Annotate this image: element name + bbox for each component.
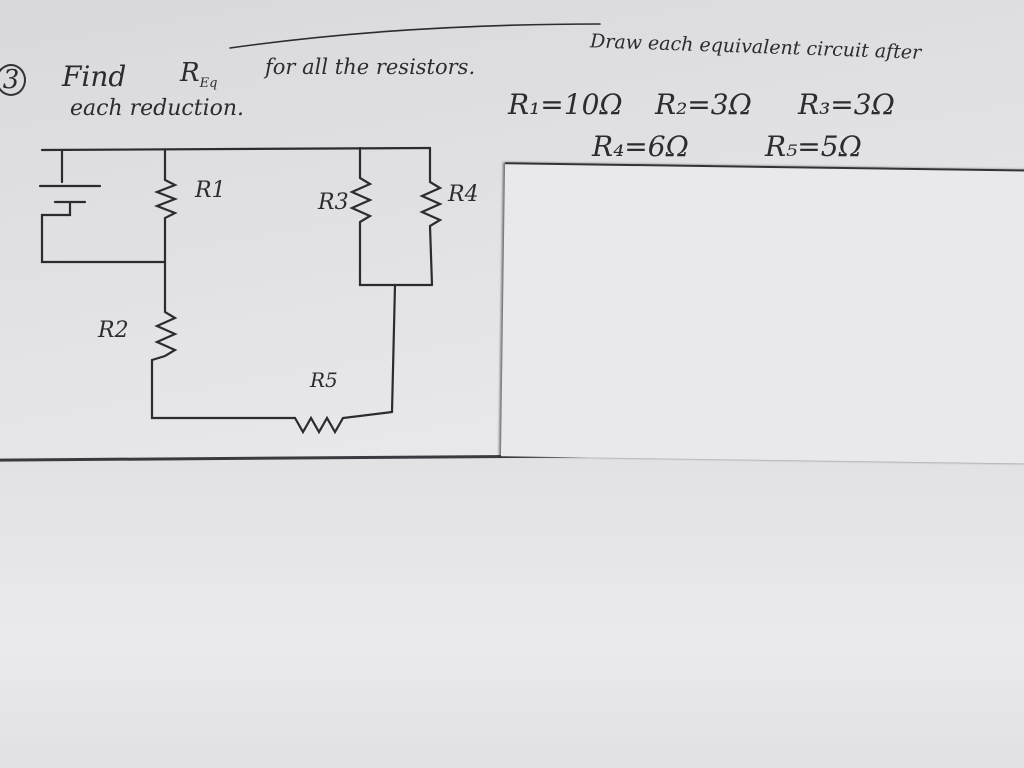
value-r1: R₁=10Ω <box>508 88 623 121</box>
resistor-r1 <box>153 148 179 264</box>
battery-wire <box>38 148 167 264</box>
resistor-r4 <box>419 146 443 287</box>
label-r3: R3 <box>318 190 349 215</box>
value-r5: R₅=5Ω <box>765 130 862 163</box>
value-r3: R₃=3Ω <box>798 88 895 121</box>
top-wire <box>40 146 432 152</box>
wire-right <box>390 283 397 414</box>
instruction-text: for all the resistors. <box>265 55 476 79</box>
resistor-r5 <box>293 410 394 435</box>
find-text: Find <box>62 60 127 93</box>
label-r4: R4 <box>448 182 479 207</box>
req-subscript: Eq <box>199 76 218 92</box>
instruction-text-3: each reduction. <box>70 96 245 121</box>
req-letter: R <box>180 58 200 88</box>
label-r2: R2 <box>98 318 129 343</box>
problem-number: 3 <box>0 64 26 96</box>
wire-r2 <box>150 260 297 420</box>
resistor-r3 <box>349 146 434 287</box>
req-symbol: REq <box>180 58 217 91</box>
header-underline <box>229 23 601 49</box>
value-r2: R₂=3Ω <box>655 88 752 121</box>
lower-sheet <box>0 458 1024 768</box>
label-r5: R5 <box>310 368 338 392</box>
label-r1: R1 <box>195 178 226 203</box>
value-r4: R₄=6Ω <box>592 130 689 163</box>
